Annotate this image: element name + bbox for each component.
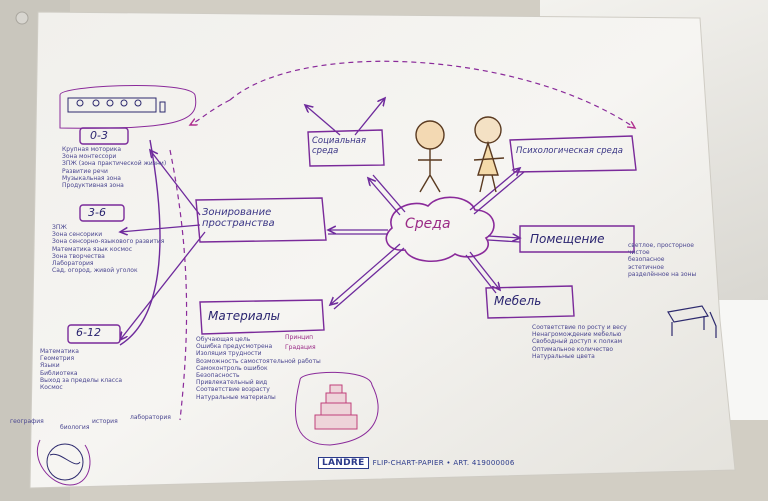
list-item: разделённое на зоны xyxy=(628,270,697,278)
age-6-12: 6-12 xyxy=(76,326,101,339)
list-item: ЗПЖ (зона практической жизни) xyxy=(62,160,167,168)
box-social xyxy=(307,129,385,167)
list-item: Обучающая цель xyxy=(196,336,251,343)
list-item: Продуктивная зона xyxy=(62,182,124,190)
list-item: Зона сенсорики xyxy=(52,231,103,239)
list-item: Ненагромождение мебелью xyxy=(532,331,622,339)
list-item: Выход за пределы класса xyxy=(40,376,123,384)
list-room: светлое, просторное чистое безопасное эс… xyxy=(628,242,696,278)
brand-logo: LANDRE xyxy=(318,457,369,469)
list-item: ЗПЖ xyxy=(52,224,67,231)
list-item: Зона сенсорно-языкового развития xyxy=(52,238,165,246)
label-biology: биология xyxy=(60,424,90,431)
age-0-3: 0-3 xyxy=(90,129,108,142)
box-furniture xyxy=(485,285,575,319)
list-item: Самоконтроль ошибок xyxy=(196,364,268,372)
list-item: Геометрия xyxy=(40,355,75,363)
materials-side-1: Принцип xyxy=(285,334,314,341)
list-item: Математика язык космос xyxy=(52,245,133,253)
list-item: Космос xyxy=(40,384,63,392)
list-item: Натуральные материалы xyxy=(196,393,276,401)
list-item: Лаборатория xyxy=(52,260,94,268)
box-zoning xyxy=(195,197,327,243)
kids-drawing xyxy=(415,116,505,193)
node-zoning: Зонирование пространства xyxy=(202,207,275,229)
label-geography: география xyxy=(10,418,44,425)
box-materials xyxy=(199,299,325,335)
label-history: история xyxy=(92,418,118,425)
list-item: Зона творчества xyxy=(52,252,105,260)
list-item: Развитие речи xyxy=(62,167,108,175)
list-item: Соответствие возрасту xyxy=(196,386,270,394)
node-furniture: Мебель xyxy=(494,294,542,308)
list-item: Привлекательный вид xyxy=(196,379,268,387)
node-room: Помещение xyxy=(530,232,605,246)
list-item: Оптимальное количество xyxy=(532,345,614,353)
list-0-3: Крупная моторика Зона монтессори ЗПЖ (зо… xyxy=(62,146,166,189)
center-label: Среда xyxy=(405,216,451,232)
list-6-12: Математика Геометрия Языки Библиотека Вы… xyxy=(40,348,122,391)
list-item: Безопасность xyxy=(196,372,240,380)
pink-tower-drawing xyxy=(294,371,379,446)
node-psych: Психологическая среда xyxy=(516,146,623,156)
node-materials: Материалы xyxy=(208,309,280,323)
list-item: чистое xyxy=(628,249,650,257)
list-3-6: ЗПЖ Зона сенсорики Зона сенсорно-языково… xyxy=(52,224,164,274)
list-item: Библиотека xyxy=(40,369,78,377)
list-item: Сад, огород, живой уголок xyxy=(52,267,138,275)
list-materials: Обучающая цель Ошибка предусмотрена Изол… xyxy=(196,336,321,401)
list-item: безопасное xyxy=(628,256,665,264)
list-item: светлое, просторное xyxy=(628,242,694,249)
list-furniture: Соответствие по росту и весу Ненагроможд… xyxy=(532,324,627,360)
node-social: Социальная среда xyxy=(312,136,366,156)
list-item: Крупная моторика xyxy=(62,146,122,153)
list-item: Математика xyxy=(40,348,79,355)
list-item: Свободный доступ к полкам xyxy=(532,338,623,346)
label-laboratory: лаборатория xyxy=(130,414,171,421)
list-item: Натуральные цвета xyxy=(532,352,595,360)
center-cloud xyxy=(385,196,495,262)
list-item: Языки xyxy=(40,362,60,370)
list-item: Музыкальная зона xyxy=(62,174,121,182)
box-psych xyxy=(509,135,637,173)
list-item: эстетичное xyxy=(628,263,665,271)
list-item: Зона монтессори xyxy=(62,153,117,161)
footer-text: FLIP-CHART-PAPIER • ART. 419000006 xyxy=(372,459,515,467)
list-item: Изоляция трудности xyxy=(196,350,262,358)
shelf-drawing xyxy=(59,85,197,129)
box-room xyxy=(519,225,635,253)
table-drawing xyxy=(667,305,717,338)
age-3-6: 3-6 xyxy=(88,206,106,219)
list-item: Ошибка предусмотрена xyxy=(196,343,273,351)
list-item: Соответствие по росту и весу xyxy=(532,324,627,331)
materials-side-2: Градация xyxy=(285,344,316,351)
globe-drawing xyxy=(36,439,91,486)
list-item: Возможность самостоятельной работы xyxy=(196,357,321,365)
